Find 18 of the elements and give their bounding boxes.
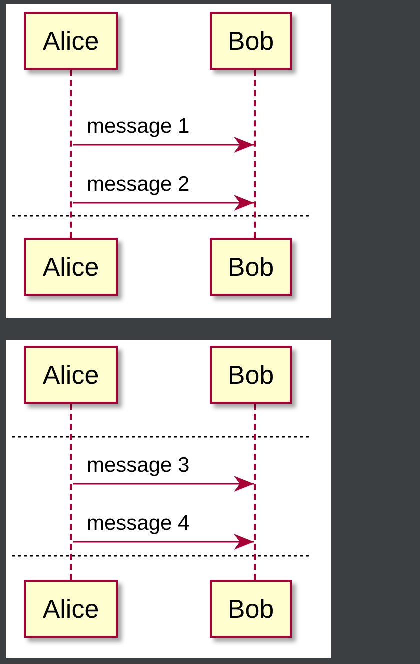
participant-box: Alice	[24, 580, 118, 638]
participant-box: Alice	[24, 238, 118, 296]
lifeline	[70, 70, 73, 238]
participant-box: Bob	[210, 12, 292, 70]
participant-box: Bob	[210, 346, 292, 404]
lifeline	[254, 70, 257, 238]
lifeline	[254, 404, 257, 580]
message-arrow	[73, 195, 254, 211]
message-arrow	[73, 534, 254, 550]
participant-box: Alice	[24, 12, 118, 70]
message-arrow	[73, 476, 254, 492]
message-arrow	[73, 137, 254, 153]
participant-box: Alice	[24, 346, 118, 404]
lifeline	[70, 404, 73, 580]
participant-box: Bob	[210, 580, 292, 638]
edge-label: message 2	[85, 173, 192, 197]
participant-box: Bob	[210, 238, 292, 296]
edge-label: message 3	[85, 454, 192, 478]
